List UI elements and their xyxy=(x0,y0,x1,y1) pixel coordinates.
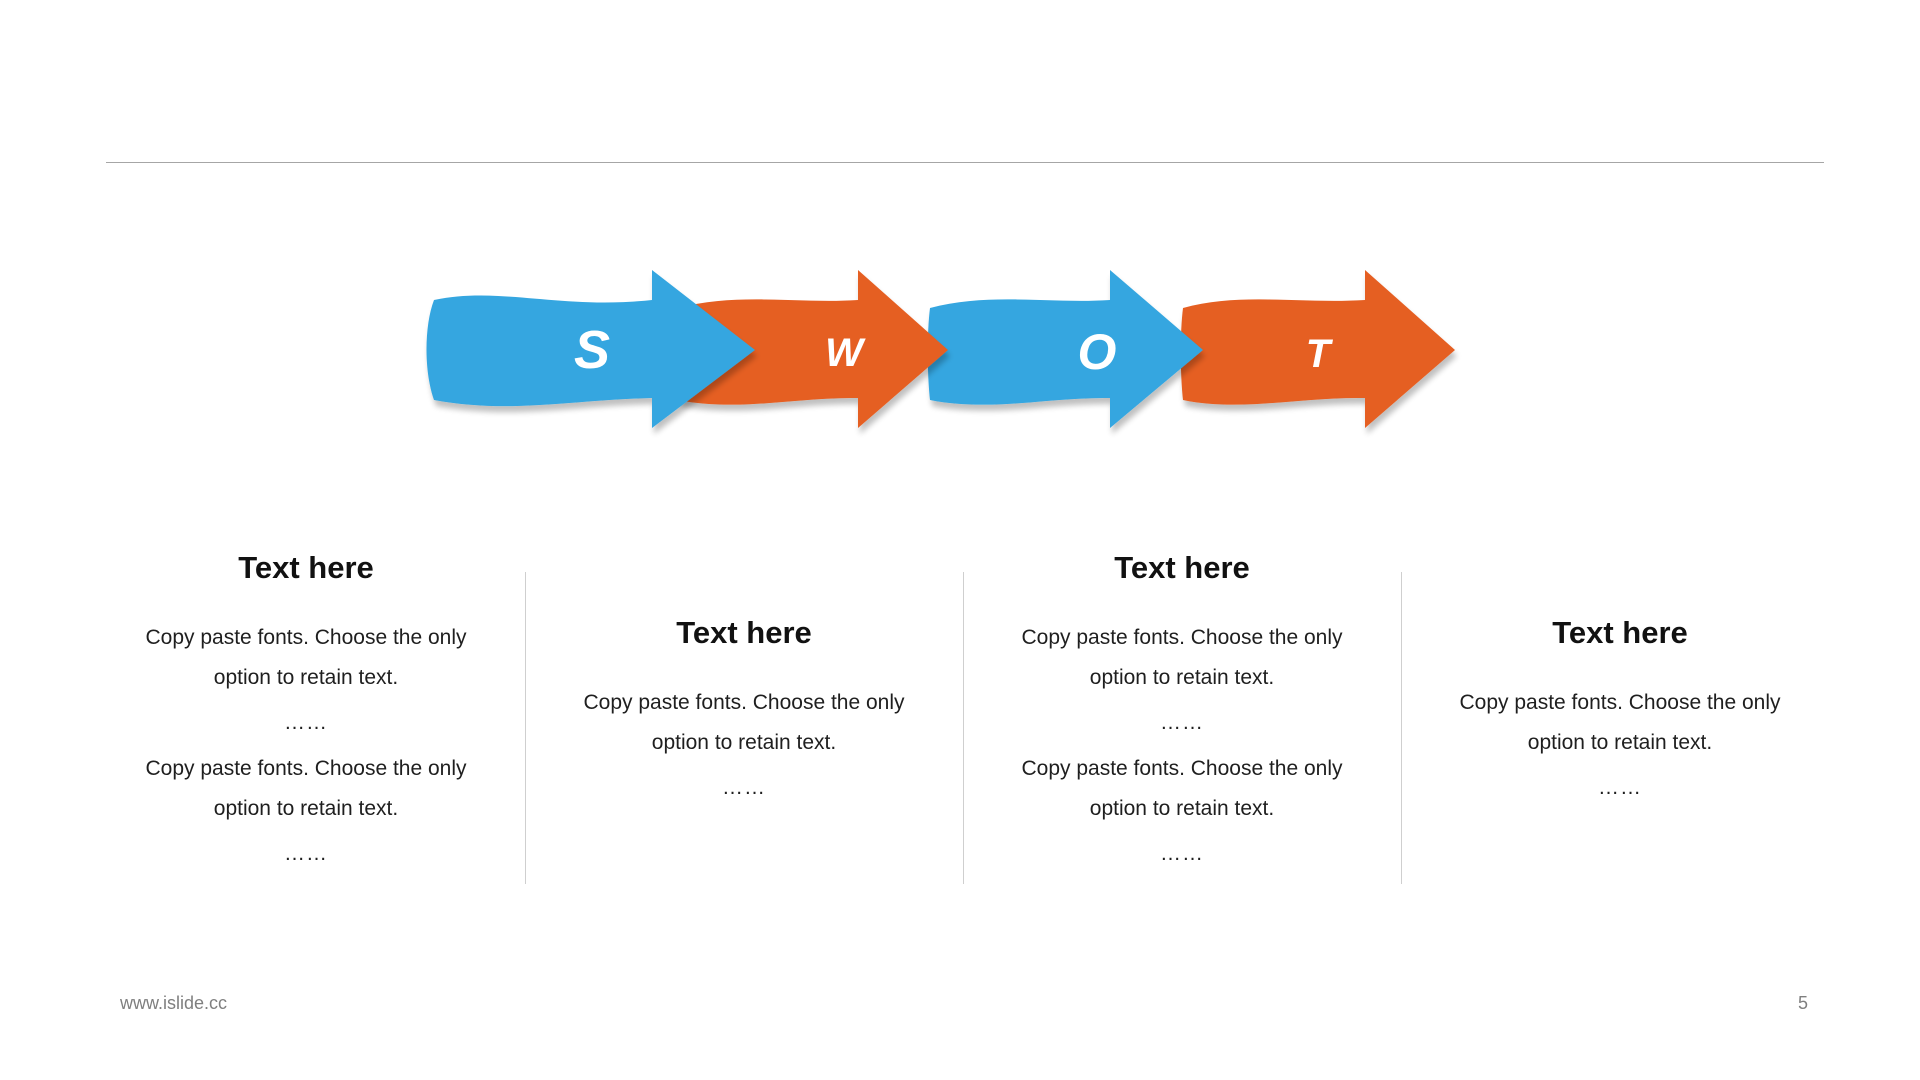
body-line: option to retain text. xyxy=(213,665,399,689)
column-4: Text here Copy paste fonts. Choose the o… xyxy=(1401,548,1839,888)
body-line: option to retain text. xyxy=(1527,730,1713,754)
column-1: Text here Copy paste fonts. Choose the o… xyxy=(87,548,525,888)
column-divider xyxy=(963,572,964,884)
body-line: Copy paste fonts. Choose the only xyxy=(145,626,467,649)
body-line: Copy paste fonts. Choose the only xyxy=(1021,757,1343,780)
swot-arrow-t: T xyxy=(1180,270,1455,428)
ellipsis: …… xyxy=(284,711,328,734)
body-line: option to retain text. xyxy=(651,730,837,754)
column-title: Text here xyxy=(1552,615,1688,650)
column-body: Copy paste fonts. Choose the only option… xyxy=(87,618,525,880)
column-2: Text here Copy paste fonts. Choose the o… xyxy=(525,548,963,888)
column-divider xyxy=(525,572,526,884)
ellipsis: …… xyxy=(1160,711,1204,734)
ellipsis: …… xyxy=(1598,776,1642,799)
swot-arrow-o: O xyxy=(927,270,1203,428)
column-3: Text here Copy paste fonts. Choose the o… xyxy=(963,548,1401,888)
swot-arrow-s: S xyxy=(426,270,755,428)
column-title: Text here xyxy=(238,550,374,585)
body-line: Copy paste fonts. Choose the only xyxy=(583,691,905,714)
body-line: option to retain text. xyxy=(1089,665,1275,689)
column-body: Copy paste fonts. Choose the only option… xyxy=(525,683,963,814)
column-title: Text here xyxy=(676,615,812,650)
swot-letter-t: T xyxy=(1306,332,1334,376)
swot-letter-w: W xyxy=(825,331,866,375)
text-columns: Text here Copy paste fonts. Choose the o… xyxy=(87,548,1839,888)
ellipsis: …… xyxy=(722,776,766,799)
body-line: option to retain text. xyxy=(1089,796,1275,820)
footer-url[interactable]: www.islide.cc xyxy=(120,993,228,1013)
title-divider-line xyxy=(106,162,1824,163)
ellipsis: …… xyxy=(1160,842,1204,865)
body-line: Copy paste fonts. Choose the only xyxy=(1459,691,1781,714)
swot-arrow-diagram: T O W S xyxy=(420,262,1510,432)
swot-letter-s: S xyxy=(574,320,610,380)
column-divider xyxy=(1401,572,1402,884)
swot-arrow-w: W xyxy=(675,270,948,428)
swot-letter-o: O xyxy=(1078,324,1117,380)
body-line: Copy paste fonts. Choose the only xyxy=(1021,626,1343,649)
ellipsis: …… xyxy=(284,842,328,865)
column-body: Copy paste fonts. Choose the only option… xyxy=(1401,683,1839,814)
column-title: Text here xyxy=(1114,550,1250,585)
page-number: 5 xyxy=(1797,993,1808,1013)
body-line: option to retain text. xyxy=(213,796,399,820)
column-body: Copy paste fonts. Choose the only option… xyxy=(963,618,1401,880)
body-line: Copy paste fonts. Choose the only xyxy=(145,757,467,780)
